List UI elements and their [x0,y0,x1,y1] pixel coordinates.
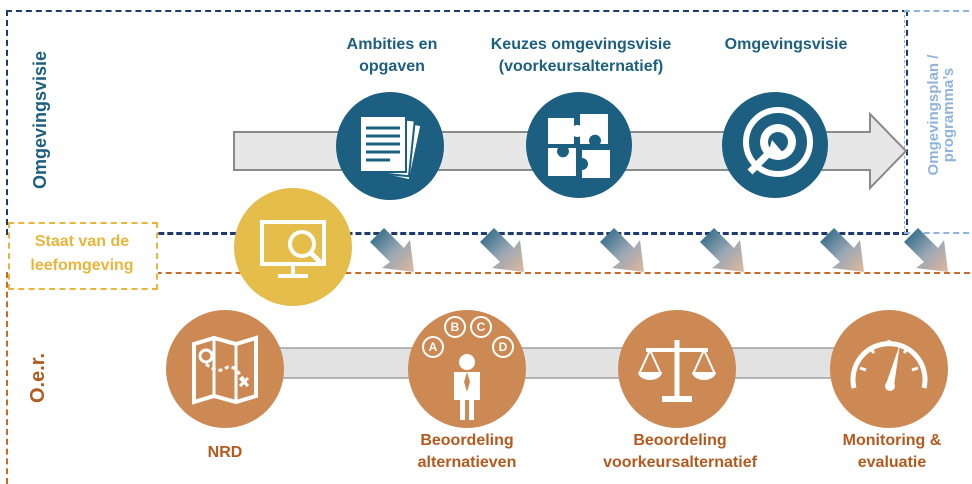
staat-label: Staat van de leefomgeving [30,233,134,274]
connector-arrow [820,228,864,272]
omgevingsplan-frame [904,10,969,234]
connector-arrow [370,228,414,272]
omgevingsvisie-step [722,92,828,198]
bottom-step-label-2: Beoordeling alternatieven [417,432,517,471]
staat-frame [8,222,158,290]
option-b: B [444,316,466,338]
bottom-step-label-4: Monitoring & evaluatie [842,432,942,471]
top-step-label-2: Keuzes omgevingsvisie (voorkeursalternat… [490,36,672,75]
connector-arrow [600,228,644,272]
target-icon [743,107,813,177]
keuzes-step [526,92,632,198]
monitor-magnifier-icon [260,220,326,278]
puzzle-icon [548,114,610,178]
nrd-step [166,310,284,428]
connector-arrow [904,228,948,272]
option-d: D [492,336,514,358]
oer-frame [6,272,970,484]
connector-arrow [700,228,744,272]
option-c: C [470,316,492,338]
map-icon [192,335,258,405]
monitoring-evaluatie-step [830,310,948,428]
gauge-icon [850,340,928,391]
beoordeling-voorkeursalternatief-step [618,310,736,428]
documents-icon [359,114,423,182]
staat-van-de-leefomgeving-step [234,188,352,306]
omgevingsvisie-frame [6,10,908,235]
top-step-label-3: Omgevingsvisie [724,36,848,53]
person-options-icon [454,354,480,420]
bottom-step-label-1: NRD [207,444,243,461]
beoordeling-alternatieven-step: A B C D [408,310,526,428]
option-a: A [422,336,444,358]
ambities-step [336,92,444,200]
connector-arrow [480,228,524,272]
bottom-step-label-3: Beoordeling voorkeursalternatief [603,432,757,471]
top-step-label-1: Ambities en opgaven [346,36,438,75]
scales-icon [638,340,716,402]
